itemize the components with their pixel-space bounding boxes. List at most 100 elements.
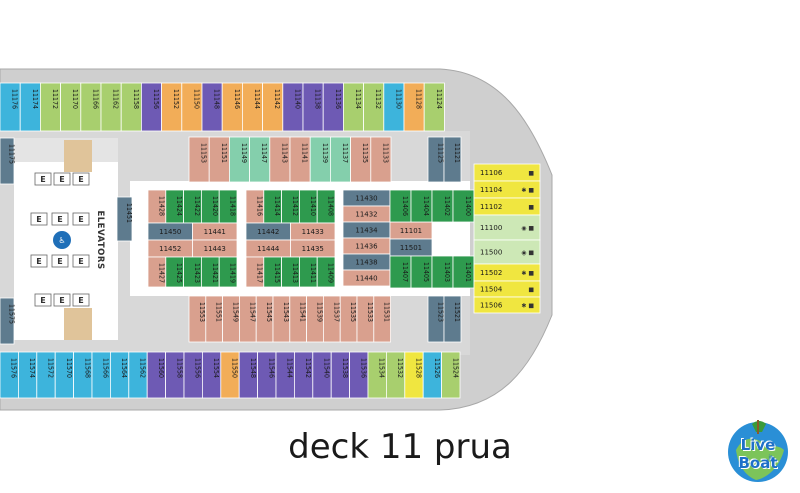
cabin-inner-bottom-11549[interactable]: 11549 <box>222 295 240 343</box>
cabin-top-11124[interactable]: 11124 <box>423 82 445 132</box>
cabin-inner-top-11143[interactable]: 11143 <box>269 136 291 183</box>
cabin-top-11136[interactable]: 11136 <box>322 82 344 132</box>
cabin-11417[interactable]: 11417 <box>245 256 265 288</box>
cabin-11441[interactable]: 11441 <box>192 222 238 241</box>
cabin-inner-bottom-11553[interactable]: 11553 <box>188 295 207 343</box>
cabin-11523[interactable]: 11523 <box>427 295 445 343</box>
cabin-11419[interactable]: 11419 <box>218 256 238 288</box>
cabin-top-11158[interactable]: 11158 <box>120 82 142 132</box>
cabin-11438[interactable]: 11438 <box>342 253 391 271</box>
cabin-inner-bottom-11537[interactable]: 11537 <box>322 295 341 343</box>
cabin-bottom-11544[interactable]: 11544 <box>275 351 295 399</box>
cabin-11400[interactable]: 11400 <box>452 189 475 223</box>
cabin-forward-11502[interactable]: 11502✱ ■ <box>473 263 541 282</box>
cabin-bottom-11540[interactable]: 11540 <box>312 351 332 399</box>
cabin-bottom-11538[interactable]: 11538 <box>330 351 351 399</box>
cabin-11428[interactable]: 11428 <box>147 189 167 224</box>
cabin-11418[interactable]: 11418 <box>218 189 238 224</box>
cabin-top-11128[interactable]: 11128 <box>403 82 425 132</box>
cabin-11411[interactable]: 11411 <box>298 256 318 288</box>
cabin-11435[interactable]: 11435 <box>290 239 336 258</box>
cabin-inner-top-11141[interactable]: 11141 <box>289 136 311 183</box>
cabin-forward-11102[interactable]: 11102■ <box>473 197 541 216</box>
cabin-11407[interactable]: 11407 <box>389 255 412 289</box>
cabin-11434[interactable]: 11434 <box>342 221 391 239</box>
cabin-top-11150[interactable]: 11150 <box>181 82 203 132</box>
cabin-11430[interactable]: 11430 <box>342 189 391 207</box>
cabin-11433[interactable]: 11433 <box>290 222 336 241</box>
cabin-inner-top-11137[interactable]: 11137 <box>329 136 351 183</box>
cabin-bottom-11548[interactable]: 11548 <box>238 351 258 399</box>
cabin-11421[interactable]: 11421 <box>200 256 220 288</box>
cabin-bottom-11526[interactable]: 11526 <box>422 351 443 399</box>
cabin-bottom-11566[interactable]: 11566 <box>91 351 111 399</box>
cabin-inner-bottom-11535[interactable]: 11535 <box>339 295 358 343</box>
cabin-top-11174[interactable]: 11174 <box>19 82 41 132</box>
cabin-inner-top-11149[interactable]: 11149 <box>228 136 250 183</box>
cabin-inner-bottom-11551[interactable]: 11551 <box>205 295 224 343</box>
cabin-forward-11104[interactable]: 11104✱ ■ <box>473 180 541 199</box>
cabin-11401[interactable]: 11401 <box>452 255 475 289</box>
cabin-11403[interactable]: 11403 <box>431 255 454 289</box>
cabin-11440[interactable]: 11440 <box>342 269 391 287</box>
cabin-bottom-11536[interactable]: 11536 <box>349 351 369 399</box>
cabin-inner-top-11135[interactable]: 11135 <box>350 136 372 183</box>
cabin-inner-top-11153[interactable]: 11153 <box>188 136 210 183</box>
cabin-top-11130[interactable]: 11130 <box>383 82 405 132</box>
cabin-11575[interactable]: 11575 <box>0 297 16 345</box>
cabin-inner-top-11139[interactable]: 11139 <box>309 136 331 183</box>
cabin-inner-bottom-11547[interactable]: 11547 <box>238 295 257 343</box>
cabin-11406[interactable]: 11406 <box>389 189 412 223</box>
cabin-top-11156[interactable]: 11156 <box>140 82 162 132</box>
cabin-11121[interactable]: 11121 <box>443 136 462 183</box>
cabin-top-11140[interactable]: 11140 <box>282 82 304 132</box>
cabin-11402[interactable]: 11402 <box>431 189 454 223</box>
cabin-inner-bottom-11533[interactable]: 11533 <box>356 295 375 343</box>
cabin-bottom-11524[interactable]: 11524 <box>441 351 461 399</box>
cabin-forward-11500[interactable]: 11500◉ ■ <box>473 239 541 265</box>
cabin-bottom-11546[interactable]: 11546 <box>257 351 277 399</box>
cabin-11414[interactable]: 11414 <box>263 189 282 224</box>
cabin-11101[interactable]: 11101 <box>389 221 433 240</box>
cabin-11444[interactable]: 11444 <box>245 239 291 258</box>
cabin-11427[interactable]: 11427 <box>147 256 167 288</box>
cabin-11443[interactable]: 11443 <box>192 239 238 258</box>
cabin-top-11142[interactable]: 11142 <box>262 82 284 132</box>
cabin-bottom-11574[interactable]: 11574 <box>17 351 38 399</box>
cabin-11432[interactable]: 11432 <box>342 205 391 223</box>
cabin-bottom-11558[interactable]: 11558 <box>165 351 185 399</box>
cabin-11125[interactable]: 11125 <box>427 136 445 183</box>
cabin-top-11162[interactable]: 11162 <box>100 82 122 132</box>
cabin-bottom-11550[interactable]: 11550 <box>220 351 240 399</box>
cabin-inner-bottom-11545[interactable]: 11545 <box>255 295 274 343</box>
cabin-forward-11106[interactable]: 11106■ <box>473 163 541 182</box>
cabin-inner-bottom-11539[interactable]: 11539 <box>306 295 324 343</box>
cabin-top-11172[interactable]: 11172 <box>40 82 62 132</box>
cabin-inner-top-11151[interactable]: 11151 <box>208 136 230 183</box>
cabin-top-11148[interactable]: 11148 <box>201 82 223 132</box>
cabin-11442[interactable]: 11442 <box>245 222 291 241</box>
cabin-11423[interactable]: 11423 <box>183 256 202 288</box>
cabin-inner-top-11147[interactable]: 11147 <box>249 136 271 183</box>
cabin-11408[interactable]: 11408 <box>316 189 336 224</box>
cabin-11436[interactable]: 11436 <box>342 237 391 255</box>
cabin-bottom-11560[interactable]: 11560 <box>146 351 166 399</box>
cabin-11452[interactable]: 11452 <box>147 239 193 258</box>
cabin-bottom-11556[interactable]: 11556 <box>183 351 203 399</box>
cabin-bottom-11542[interactable]: 11542 <box>293 351 314 399</box>
cabin-11410[interactable]: 11410 <box>298 189 318 224</box>
cabin-11450[interactable]: 11450 <box>147 222 193 241</box>
cabin-inner-bottom-11541[interactable]: 11541 <box>289 295 307 343</box>
cabin-11413[interactable]: 11413 <box>281 256 300 288</box>
cabin-bottom-11528[interactable]: 11528 <box>404 351 424 399</box>
cabin-11412[interactable]: 11412 <box>281 189 300 224</box>
cabin-11416[interactable]: 11416 <box>245 189 265 224</box>
cabin-top-11146[interactable]: 11146 <box>221 82 243 132</box>
cabin-bottom-11576[interactable]: 11576 <box>0 351 19 399</box>
cabin-11409[interactable]: 11409 <box>316 256 336 288</box>
cabin-11404[interactable]: 11404 <box>410 189 433 223</box>
cabin-top-11138[interactable]: 11138 <box>302 82 324 132</box>
cabin-bottom-11568[interactable]: 11568 <box>73 351 93 399</box>
cabin-11175[interactable]: 11175 <box>0 137 16 185</box>
cabin-11420[interactable]: 11420 <box>200 189 220 224</box>
